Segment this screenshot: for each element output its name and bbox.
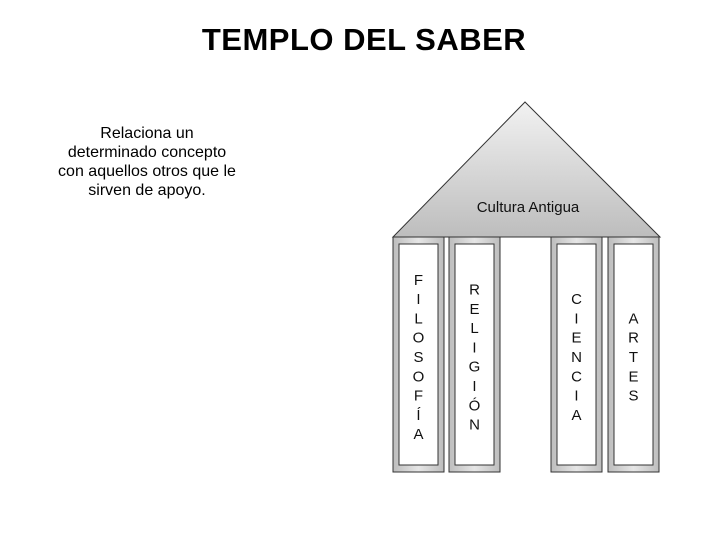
pillar-letter: I [416, 291, 420, 308]
description-line: Relaciona un [100, 125, 194, 142]
pillar-inner-panel [613, 243, 654, 466]
pillar-letter: R [628, 330, 639, 347]
pillar-letter: E [628, 368, 638, 385]
roof-label: Cultura Antigua [477, 199, 580, 216]
pillar-letter: I [574, 310, 578, 327]
slide-title: TEMPLO DEL SABER [201, 22, 527, 57]
pillar-letter: E [469, 301, 479, 318]
description-line: determinado concepto [67, 144, 227, 161]
pillar-letter: C [571, 291, 582, 308]
pillar-inner-panel [556, 243, 597, 466]
pillar-letter: A [413, 426, 423, 443]
description-line: sirven de apoyo. [88, 182, 206, 199]
pillar-inner-panel [398, 243, 439, 466]
pillar-letter: L [470, 320, 478, 337]
pillar-letter: A [571, 407, 581, 424]
pillar-letter: O [413, 330, 425, 347]
pillar-letter: F [414, 272, 423, 289]
pillar-letter: N [469, 417, 480, 434]
description-text: Relaciona un determinado concepto con aq… [37, 124, 257, 200]
pillar-letter: I [574, 388, 578, 405]
pillar-letter: Í [416, 407, 421, 424]
description-line: con aquellos otros que le [58, 163, 236, 180]
pillar-letter: E [571, 330, 581, 347]
pillar-letter: I [472, 339, 476, 356]
pillar-letter: S [413, 349, 423, 366]
pillar-letter: T [629, 349, 638, 366]
pillar-letter: F [414, 388, 423, 405]
pillar-letter: I [472, 378, 476, 395]
pillar-letter: C [571, 368, 582, 385]
pillar-letter: O [413, 368, 425, 385]
pillar-letter: L [414, 310, 422, 327]
pillar-letter: Ó [469, 397, 481, 414]
temple-roof [391, 101, 662, 238]
pillar-inner-panel [454, 243, 495, 466]
pillar-letter: G [469, 359, 481, 376]
pillar-letter: R [469, 281, 480, 298]
pillar-letter: S [628, 388, 638, 405]
pillar-letter: A [628, 310, 638, 327]
pillar-letter: N [571, 349, 582, 366]
